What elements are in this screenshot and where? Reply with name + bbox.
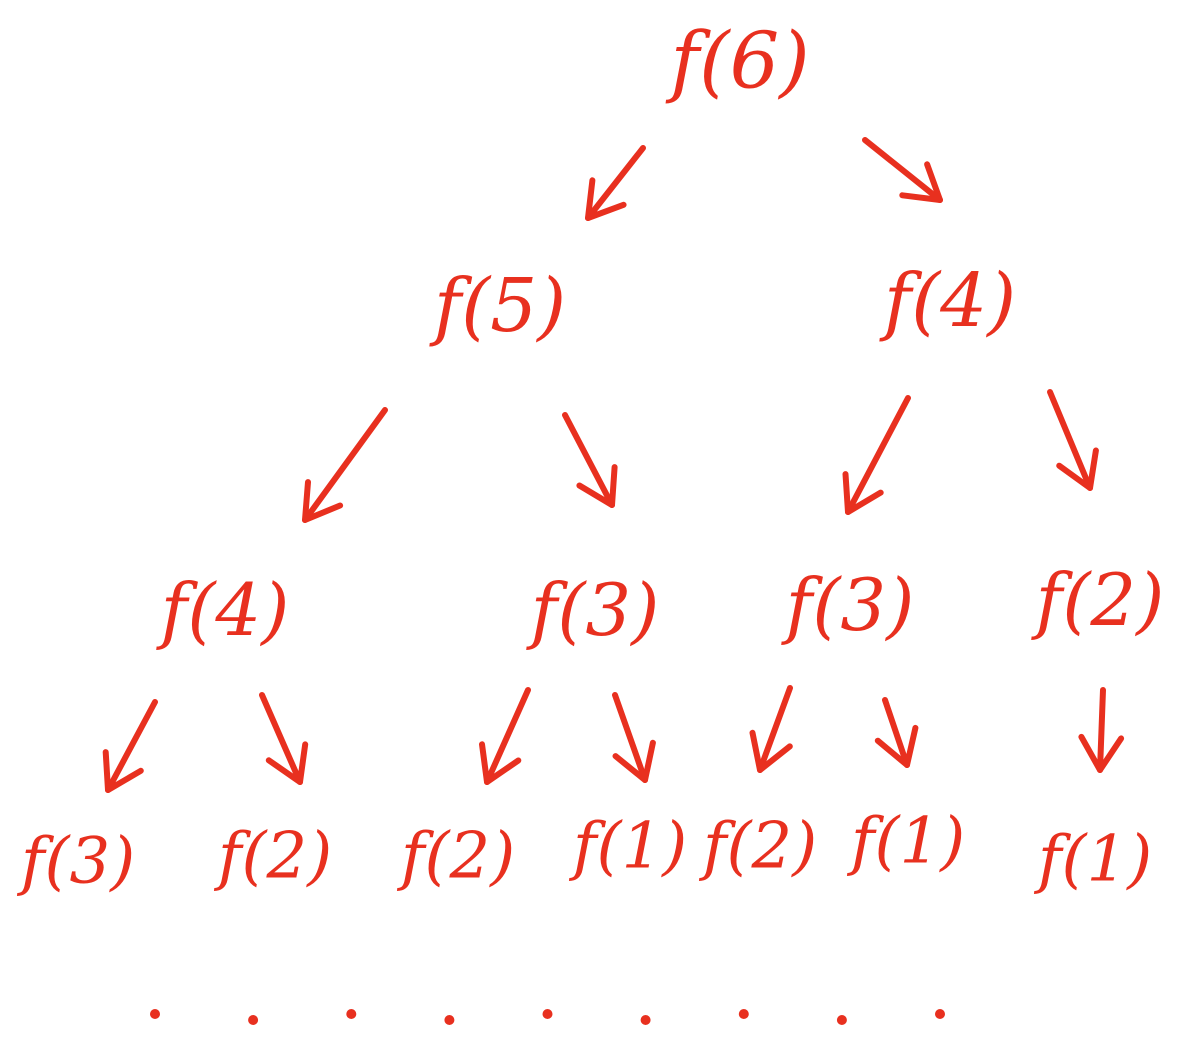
edge-arrow-n5-n3a [562, 412, 618, 508]
edge-line [585, 145, 646, 221]
arrowhead-icon [749, 729, 793, 773]
edge-line [1097, 687, 1106, 773]
edge-arrow-n3b-n2d [749, 685, 793, 773]
edge-line [484, 687, 531, 785]
tree-node-n1b: f(1) [847, 804, 965, 878]
arrowhead-icon [1078, 733, 1125, 773]
tree-node-n3c: f(3) [17, 824, 135, 898]
tree-node-n2d: f(2) [699, 809, 817, 883]
edge-line [302, 407, 388, 523]
arrowhead-icon [265, 741, 309, 785]
edge-line [259, 692, 303, 785]
edge-line [757, 685, 793, 773]
edge-arrow-n2a-n1c [1078, 687, 1125, 773]
edge-arrow-n4b-n2b [259, 692, 309, 785]
edge-arrow-n3a-n1a [612, 692, 656, 783]
edge-arrow-n3a-n2c [479, 687, 531, 785]
tree-node-n3b: f(3) [781, 563, 915, 647]
tree-node-n2b: f(2) [214, 819, 332, 893]
arrowhead-icon [874, 724, 919, 768]
continuation-dot [248, 1015, 259, 1025]
edge-arrow-n6-n5 [585, 145, 646, 221]
edge-arrow-n4a-n2a [1047, 389, 1099, 491]
arrowhead-icon [585, 177, 627, 221]
tree-node-n2a: f(2) [1031, 558, 1165, 642]
edge-arrow-n3b-n1b [874, 697, 919, 768]
continuation-dot [150, 1009, 160, 1019]
continuation-dots [150, 1009, 945, 1025]
tree-node-n4b: f(4) [156, 568, 290, 652]
edge-arrow-n4a-n3b [842, 395, 911, 515]
tree-node-n1a: f(1) [569, 809, 687, 883]
arrowhead-icon [612, 739, 656, 783]
edge-arrow-n5-n4b [302, 407, 388, 523]
arrowhead-icon [899, 161, 943, 203]
arrowhead-icon [479, 741, 522, 785]
edge-line [1047, 389, 1093, 491]
tree-node-n6: f(6) [665, 16, 809, 106]
tree-node-n1c: f(1) [1034, 822, 1152, 896]
tree-node-n5: f(5) [429, 263, 566, 349]
arrowhead-icon [1056, 447, 1099, 491]
continuation-dot [444, 1015, 455, 1025]
arrowhead-icon [102, 749, 144, 793]
tree-node-n3a: f(3) [526, 568, 660, 652]
continuation-dot [738, 1009, 749, 1019]
edge-line [612, 692, 648, 783]
edge-line [105, 699, 158, 793]
edge-arrow-n4b-n3c [102, 699, 158, 793]
continuation-dot [640, 1015, 651, 1025]
edge-line [862, 137, 943, 203]
continuation-dot [542, 1009, 553, 1019]
edge-line [562, 412, 615, 508]
arrowhead-icon [576, 464, 618, 508]
arrowhead-icon [302, 479, 344, 523]
edge-line [882, 697, 910, 768]
edge-line [845, 395, 911, 515]
arrowhead-icon [842, 471, 884, 515]
continuation-dot [346, 1009, 357, 1019]
continuation-dot [935, 1009, 945, 1019]
edge-arrow-n6-n4a [862, 137, 943, 203]
tree-node-n4a: f(4) [879, 258, 1016, 344]
tree-node-n2c: f(2) [397, 819, 515, 893]
continuation-dot [836, 1015, 847, 1025]
